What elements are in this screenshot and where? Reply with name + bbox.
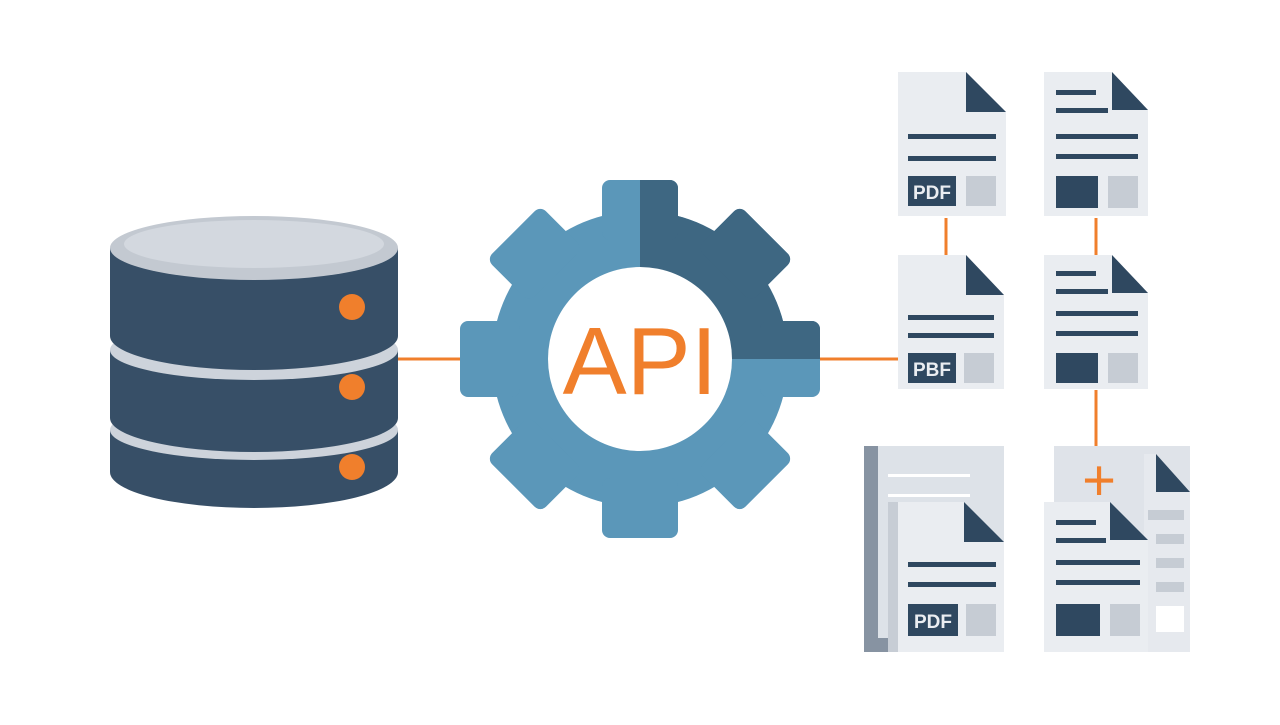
documents: PDF PBF bbox=[864, 72, 1190, 652]
pdf-document-icon: PDF bbox=[898, 72, 1006, 216]
db-indicator-dot bbox=[339, 294, 365, 320]
text-document-icon bbox=[1044, 255, 1148, 389]
database-icon bbox=[110, 216, 398, 508]
stacked-pdf-document-icon: PDF bbox=[864, 446, 1004, 652]
api-label: API bbox=[563, 308, 718, 415]
pdf-document-icon: PBF bbox=[898, 255, 1004, 389]
connectors bbox=[398, 218, 1098, 447]
pdf-tag: PDF bbox=[914, 612, 952, 633]
text-document-icon bbox=[1044, 72, 1148, 216]
pdf-tag: PBF bbox=[913, 360, 951, 381]
stacked-document-icon: + bbox=[1044, 446, 1190, 652]
gear-icon: API bbox=[460, 180, 820, 538]
pdf-tag: PDF bbox=[913, 183, 951, 204]
db-indicator-dot bbox=[339, 454, 365, 480]
db-indicator-dot bbox=[339, 374, 365, 400]
